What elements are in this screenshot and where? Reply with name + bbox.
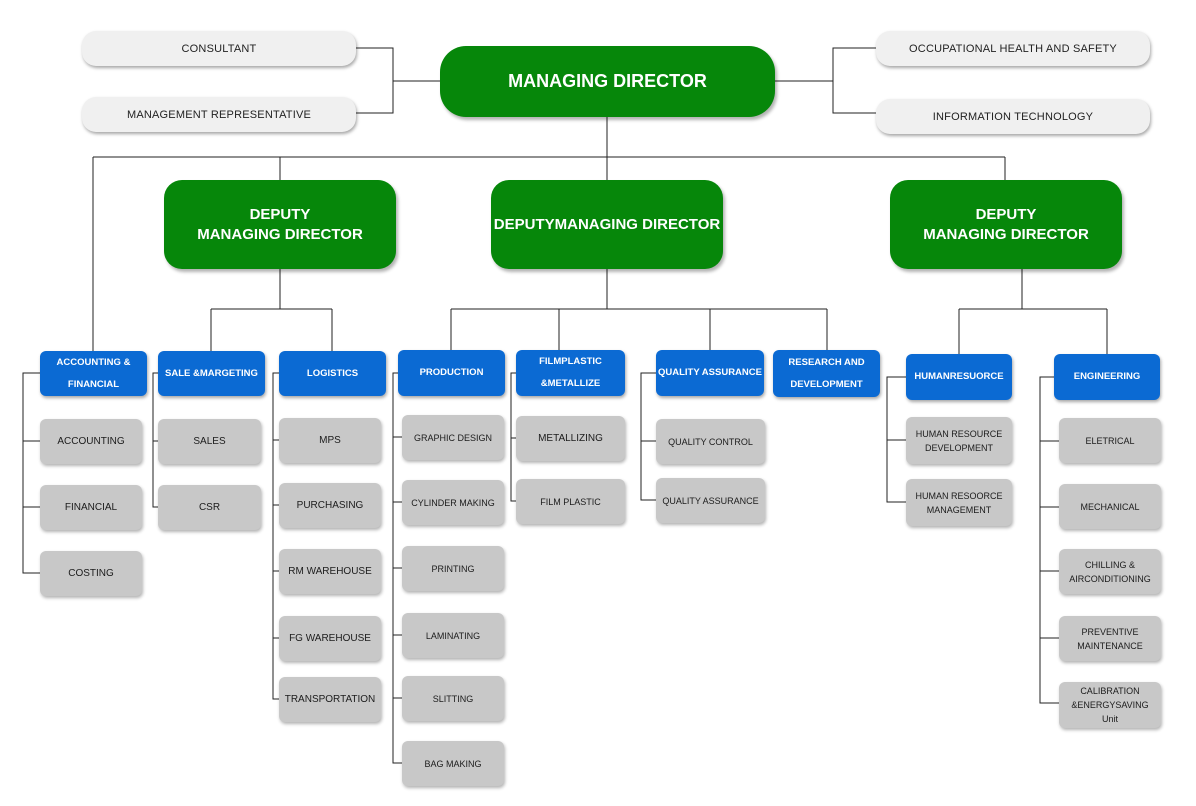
dept-logistics: LOGISTICS [279, 351, 386, 396]
unit-label: FILM PLASTIC [540, 496, 601, 507]
unit-rm-warehouse: RM WAREHOUSE [279, 549, 381, 594]
advisor-consultant: CONSULTANT [82, 31, 356, 66]
unit-label: HUMAN RESOORCE MANAGEMENT [915, 490, 1003, 515]
advisor-label: INFORMATION TECHNOLOGY [932, 110, 1094, 123]
unit-label: RM WAREHOUSE [288, 565, 372, 577]
unit-hr-management: HUMAN RESOORCE MANAGEMENT [906, 479, 1012, 526]
unit-financial: FINANCIAL [40, 485, 142, 530]
unit-graphic-design: GRAPHIC DESIGN [402, 415, 504, 460]
unit-csr: CSR [158, 485, 261, 530]
dept-label: QUALITY ASSURANCE [658, 367, 762, 378]
dept-label: LOGISTICS [306, 367, 359, 379]
unit-chilling-airconditioning: CHILLING & AIRCONDITIONING [1059, 549, 1161, 594]
unit-label: PRINTING [431, 563, 475, 574]
unit-hr-development: HUMAN RESOURCE DEVELOPMENT [906, 417, 1012, 464]
unit-label: TRANSPORTATION [284, 693, 376, 705]
deputy-label: DEPUTY MANAGING DIRECTOR [923, 205, 1089, 243]
dept-accounting-financial: ACCOUNTING & FINANCIAL [40, 351, 147, 396]
managing-director-label: MANAGING DIRECTOR [508, 71, 707, 91]
unit-accounting: ACCOUNTING [40, 419, 142, 464]
unit-slitting: SLITTING [402, 676, 504, 721]
deputy-md-center: DEPUTYMANAGING DIRECTOR [491, 180, 723, 269]
unit-label: SLITTING [432, 693, 474, 704]
unit-transportation: TRANSPORTATION [279, 677, 381, 722]
dept-filmplastic-metallize: FILMPLASTIC &METALLIZE [516, 350, 625, 396]
unit-label: FG WAREHOUSE [289, 632, 371, 644]
dept-label: HUMANRESUORCE [914, 371, 1004, 382]
unit-label: METALLIZING [538, 432, 603, 444]
deputy-label: DEPUTYMANAGING DIRECTOR [493, 215, 721, 233]
dept-human-resource: HUMANRESUORCE [906, 354, 1012, 400]
unit-quality-control: QUALITY CONTROL [656, 419, 765, 464]
unit-label: CALIBRATION &ENERGYSAVING Unit [1071, 686, 1149, 724]
unit-mps: MPS [279, 418, 381, 463]
unit-label: MPS [319, 434, 341, 446]
dept-quality-assurance: QUALITY ASSURANCE [656, 350, 764, 396]
dept-label: ACCOUNTING & FINANCIAL [56, 356, 131, 390]
unit-label: BAG MAKING [424, 758, 482, 769]
advisor-occupational-health-safety: OCCUPATIONAL HEALTH AND SAFETY [876, 31, 1150, 66]
deputy-md-right: DEPUTY MANAGING DIRECTOR [890, 180, 1122, 269]
unit-label: GRAPHIC DESIGN [413, 432, 492, 443]
unit-label: PREVENTIVE MAINTENANCE [1077, 626, 1143, 651]
unit-label: ACCOUNTING [57, 435, 125, 447]
unit-metallizing: METALLIZING [516, 416, 625, 461]
unit-printing: PRINTING [402, 546, 504, 591]
unit-calibration-energysaving: CALIBRATION &ENERGYSAVING Unit [1059, 682, 1161, 728]
advisor-label: MANAGEMENT REPRESENTATIVE [126, 108, 312, 121]
advisor-label: OCCUPATIONAL HEALTH AND SAFETY [909, 42, 1117, 55]
deputy-md-left: DEPUTY MANAGING DIRECTOR [164, 180, 396, 269]
unit-quality-assurance: QUALITY ASSURANCE [656, 478, 765, 523]
dept-label: FILMPLASTIC &METALLIZE [539, 356, 602, 389]
unit-label: QUALITY CONTROL [668, 436, 753, 447]
deputy-label: DEPUTY MANAGING DIRECTOR [197, 205, 363, 243]
advisor-information-technology: INFORMATION TECHNOLOGY [876, 99, 1150, 134]
advisor-label: CONSULTANT [181, 42, 257, 55]
advisor-management-representative: MANAGEMENT REPRESENTATIVE [82, 97, 356, 132]
unit-label: HUMAN RESOURCE DEVELOPMENT [915, 428, 1003, 453]
dept-production: PRODUCTION [398, 350, 505, 396]
dept-label: RESEARCH AND DEVELOPMENT [788, 356, 865, 390]
dept-label: ENGINEERING [1073, 371, 1141, 382]
unit-label: FINANCIAL [64, 501, 118, 513]
dept-label: SALE &MARGETING [165, 367, 258, 379]
dept-engineering: ENGINEERING [1054, 354, 1160, 400]
unit-purchasing: PURCHASING [279, 483, 381, 528]
dept-research-development: RESEARCH AND DEVELOPMENT [773, 350, 880, 397]
dept-label: PRODUCTION [419, 367, 484, 378]
unit-electrical: ELETRICAL [1059, 418, 1161, 463]
unit-cylinder-making: CYLINDER MAKING [402, 480, 504, 525]
unit-label: ELETRICAL [1085, 435, 1135, 446]
unit-label: QUALITY ASSURANCE [662, 495, 759, 506]
unit-label: COSTING [68, 567, 114, 579]
unit-costing: COSTING [40, 551, 142, 596]
unit-laminating: LAMINATING [402, 613, 504, 658]
unit-sales: SALES [158, 419, 261, 464]
unit-label: CSR [198, 501, 221, 513]
managing-director-box: MANAGING DIRECTOR [440, 46, 775, 117]
unit-preventive-maintenance: PREVENTIVE MAINTENANCE [1059, 616, 1161, 661]
unit-label: PURCHASING [296, 499, 364, 511]
unit-mechanical: MECHANICAL [1059, 484, 1161, 529]
unit-label: MECHANICAL [1080, 501, 1140, 512]
dept-sale-marketing: SALE &MARGETING [158, 351, 265, 396]
unit-fg-warehouse: FG WAREHOUSE [279, 616, 381, 661]
unit-label: SALES [193, 435, 226, 447]
unit-label: LAMINATING [425, 630, 481, 641]
unit-bag-making: BAG MAKING [402, 741, 504, 786]
unit-label: CHILLING & AIRCONDITIONING [1069, 559, 1151, 584]
unit-film-plastic: FILM PLASTIC [516, 479, 625, 524]
unit-label: CYLINDER MAKING [411, 497, 495, 508]
